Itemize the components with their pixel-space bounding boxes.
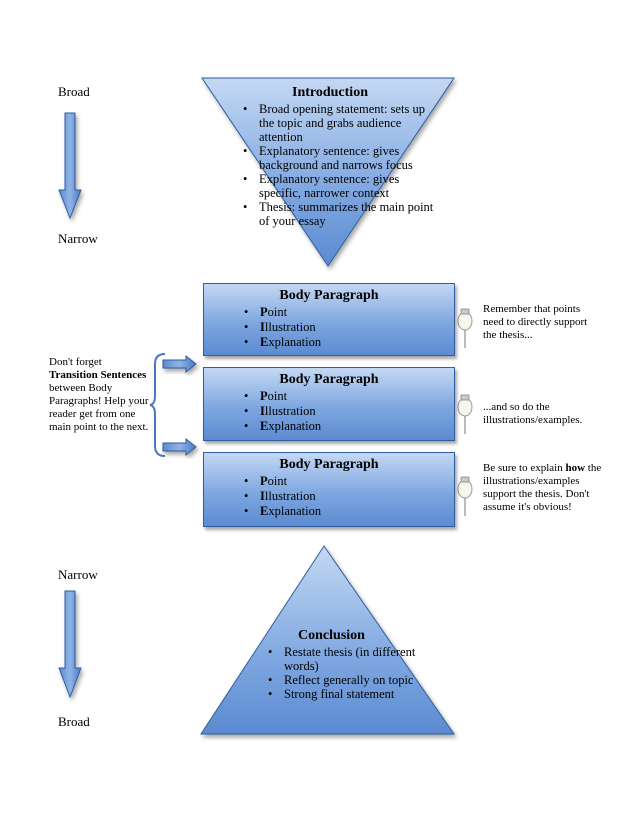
- body-paragraph-items: Point Illustration Explanation: [240, 474, 454, 519]
- list-item: Illustration: [244, 320, 454, 335]
- bottom-down-arrow: [58, 590, 82, 699]
- top-broad-label: Broad: [58, 84, 90, 99]
- note-points-support-thesis: Remember that points need to directly su…: [483, 303, 588, 341]
- list-item: Explanation: [244, 419, 454, 434]
- list-item: Explanation: [244, 504, 454, 519]
- lightbulb-icon: [457, 476, 473, 516]
- transition-note-rest: between Body Paragraphs! Help your reade…: [49, 382, 149, 433]
- bottom-broad-label: Broad: [58, 714, 90, 729]
- introduction-bullets: Broad opening statement: sets up the top…: [239, 102, 435, 228]
- body-paragraph-items: Point Illustration Explanation: [240, 389, 454, 434]
- lightbulb-icon: [457, 308, 473, 348]
- list-item: Point: [244, 389, 454, 404]
- brace-arrow-top: [162, 354, 197, 374]
- conclusion-bullets: Restate thesis (in different words) Refl…: [264, 645, 419, 701]
- body-paragraph-box-2: Body Paragraph Point Illustration Explan…: [203, 367, 455, 441]
- body-paragraph-box-1: Body Paragraph Point Illustration Explan…: [203, 283, 455, 356]
- bottom-narrow-label: Narrow: [58, 567, 98, 582]
- list-item: Explanation: [244, 335, 454, 350]
- top-narrow-label: Narrow: [58, 231, 98, 246]
- body-paragraph-items: Point Illustration Explanation: [240, 305, 454, 350]
- introduction-title: Introduction: [292, 85, 368, 100]
- conclusion-title: Conclusion: [298, 628, 365, 643]
- transition-brace: [149, 353, 166, 457]
- list-item: Strong final statement: [268, 687, 419, 701]
- introduction-content: Introduction Broad opening statement: se…: [225, 85, 435, 228]
- lightbulb-icon: [457, 394, 473, 434]
- list-item: Explanatory sentence: gives background a…: [243, 144, 435, 172]
- body-paragraph-box-3: Body Paragraph Point Illustration Explan…: [203, 452, 455, 527]
- body-paragraph-title: Body Paragraph: [279, 372, 379, 387]
- list-item: Illustration: [244, 404, 454, 419]
- list-item: Point: [244, 305, 454, 320]
- top-down-arrow: [58, 112, 82, 220]
- conclusion-content: Conclusion Restate thesis (in different …: [244, 628, 419, 701]
- list-item: Broad opening statement: sets up the top…: [243, 102, 435, 144]
- list-item: Restate thesis (in different words): [268, 645, 419, 673]
- list-item: Illustration: [244, 489, 454, 504]
- note-explain-how: Be sure to explain how the illustrations…: [483, 462, 602, 513]
- body-paragraph-title: Body Paragraph: [279, 457, 379, 472]
- list-item: Thesis: summarizes the main point of you…: [243, 200, 435, 228]
- transition-note-intro: Don't forget: [49, 356, 102, 368]
- brace-arrow-bottom: [162, 437, 197, 457]
- transition-note: Don't forget Transition Sentences betwee…: [49, 356, 149, 434]
- body-paragraph-title: Body Paragraph: [279, 288, 379, 303]
- list-item: Reflect generally on topic: [268, 673, 419, 687]
- note-illustrations: ...and so do the illustrations/examples.: [483, 401, 583, 426]
- list-item: Point: [244, 474, 454, 489]
- list-item: Explanatory sentence: gives specific, na…: [243, 172, 435, 200]
- transition-note-bold: Transition Sentences: [49, 369, 147, 381]
